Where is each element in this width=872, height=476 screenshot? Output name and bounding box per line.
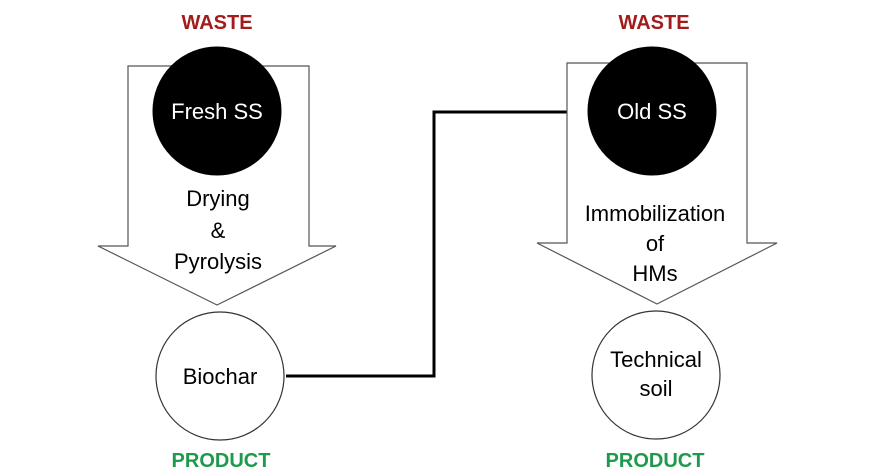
right-waste-label: WASTE [618,12,689,34]
left-product-label: PRODUCT [172,450,271,472]
right-process-line-3: HMs [632,261,677,286]
right-output-node [591,310,721,440]
left-input-label: Fresh SS [171,99,263,124]
right-output-line-2: soil [639,376,672,401]
biochar-to-old-ss-connector [286,103,587,378]
right-product-label: PRODUCT [606,450,705,472]
left-output-node [155,311,285,441]
left-waste-label: WASTE [181,12,252,34]
left-process-line-3: Pyrolysis [174,249,262,274]
right-output-line-1: Technical [610,347,702,372]
right-input-node [587,46,717,176]
left-process-line-2: & [211,218,226,243]
right-input-label: Old SS [617,99,687,124]
left-output-label: Biochar [183,364,258,389]
left-input-node [152,46,282,176]
right-process-line-2: of [646,231,665,256]
left-process-line-1: Drying [186,186,250,211]
right-process-line-1: Immobilization [585,201,726,226]
